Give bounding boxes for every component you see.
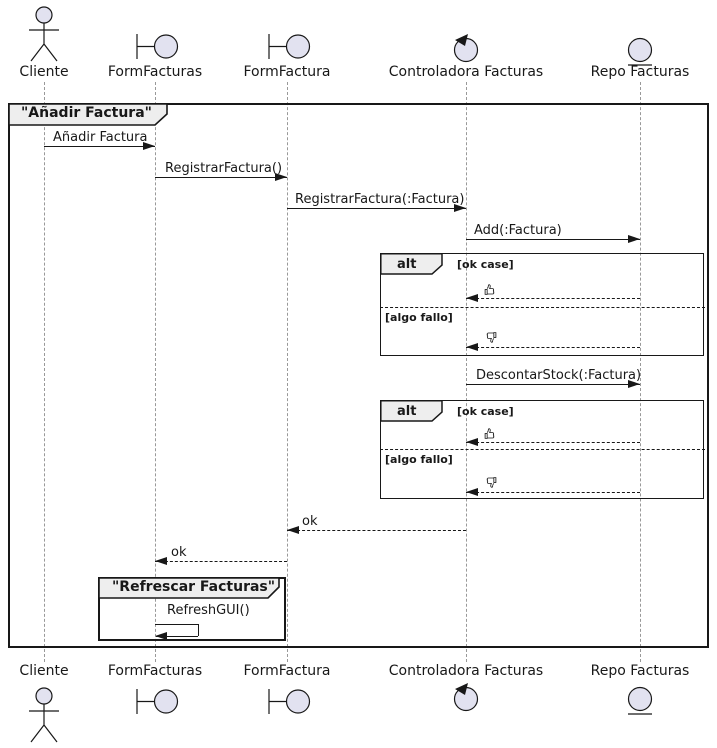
- arrowhead-left: [466, 294, 478, 302]
- main-frame-title: "Añadir Factura": [21, 105, 152, 121]
- arrowhead-left: [466, 343, 478, 351]
- arrowhead-right: [628, 235, 640, 243]
- entity-icon: [626, 686, 654, 717]
- participant-label-top-controladora-facturas: Controladora Facturas: [388, 64, 544, 80]
- message-line: [287, 208, 466, 209]
- main-frame-tab: [8, 103, 168, 126]
- arrowhead-left: [155, 557, 167, 565]
- message-line: [466, 384, 640, 385]
- message-line: [466, 442, 640, 443]
- lifeline-controladora-facturas: [466, 82, 467, 662]
- message-label: RegistrarFactura(:Factura): [295, 192, 465, 207]
- alt-fragment-1: [380, 253, 704, 356]
- alt-divider: [380, 449, 705, 450]
- arrowhead-right: [454, 204, 466, 212]
- arrowhead-left: [287, 526, 299, 534]
- arrowhead-left: [466, 438, 478, 446]
- message-line: [466, 239, 640, 240]
- message-line: [155, 177, 287, 178]
- message-label: DescontarStock(:Factura): [476, 368, 642, 383]
- participant-label-top-repo-facturas: Repo Facturas: [590, 64, 690, 80]
- message-label: ok: [302, 514, 318, 529]
- arrowhead-right: [275, 173, 287, 181]
- actor-icon: [24, 3, 64, 65]
- alt-operator-label: alt: [397, 257, 417, 272]
- alt-guard-ok: [ok case]: [457, 258, 514, 271]
- arrowhead-left: [155, 632, 167, 640]
- participant-label-bottom-controladora-facturas: Controladora Facturas: [388, 663, 544, 679]
- participant-label-top-formfactura: FormFactura: [243, 64, 331, 80]
- alt-guard-ok: [ok case]: [457, 405, 514, 418]
- thumbs-down-icon: [484, 476, 497, 494]
- message-label: ok: [171, 545, 187, 560]
- participant-label-bottom-cliente: Cliente: [19, 663, 69, 679]
- thumbs-up-icon: [484, 426, 497, 444]
- control-icon: [452, 33, 480, 63]
- thumbs-down-icon: [484, 331, 497, 349]
- message-label: RefreshGUI(): [167, 603, 250, 618]
- boundary-icon: [136, 688, 180, 715]
- self-message-line: [198, 624, 199, 636]
- boundary-icon: [268, 33, 312, 60]
- arrowhead-left: [466, 488, 478, 496]
- arrowhead-right: [628, 380, 640, 388]
- lifeline-formfactura: [287, 82, 288, 662]
- alt-guard-else: [algo fallo]: [385, 453, 453, 466]
- message-line: [466, 492, 640, 493]
- alt-guard-else: [algo fallo]: [385, 311, 453, 324]
- message-label: Add(:Factura): [474, 223, 562, 238]
- message-label: Añadir Factura: [53, 130, 148, 145]
- lifeline-cliente: [44, 82, 45, 662]
- lifeline-formfacturas: [155, 82, 156, 662]
- message-line: [287, 530, 466, 531]
- entity-icon: [626, 37, 654, 68]
- self-message-line: [156, 636, 198, 637]
- thumbs-up-icon: [484, 282, 497, 300]
- alt-operator-tab: [380, 253, 444, 276]
- arrowhead-right: [143, 142, 155, 150]
- message-line: [466, 298, 640, 299]
- message-line: [44, 146, 155, 147]
- participant-label-top-formfacturas: FormFacturas: [107, 64, 203, 80]
- refresh-frame-title: "Refrescar Facturas": [112, 579, 276, 595]
- participant-label-bottom-formfactura: FormFactura: [243, 663, 331, 679]
- message-label: RegistrarFactura(): [165, 161, 283, 176]
- participant-label-bottom-formfacturas: FormFacturas: [107, 663, 203, 679]
- alt-divider: [380, 307, 705, 308]
- self-message-line: [155, 624, 198, 625]
- boundary-icon: [268, 688, 312, 715]
- alt-operator-label: alt: [397, 404, 417, 419]
- participant-label-bottom-repo-facturas: Repo Facturas: [590, 663, 690, 679]
- participant-label-top-cliente: Cliente: [19, 64, 69, 80]
- lifeline-repo-facturas: [640, 82, 641, 662]
- message-line: [466, 347, 640, 348]
- actor-icon: [24, 684, 64, 746]
- refresh-frame-tab: [98, 577, 280, 599]
- main-frame: [8, 103, 709, 648]
- control-icon: [452, 682, 480, 712]
- alt-operator-tab: [380, 400, 444, 423]
- boundary-icon: [136, 33, 180, 60]
- message-line: [155, 561, 287, 562]
